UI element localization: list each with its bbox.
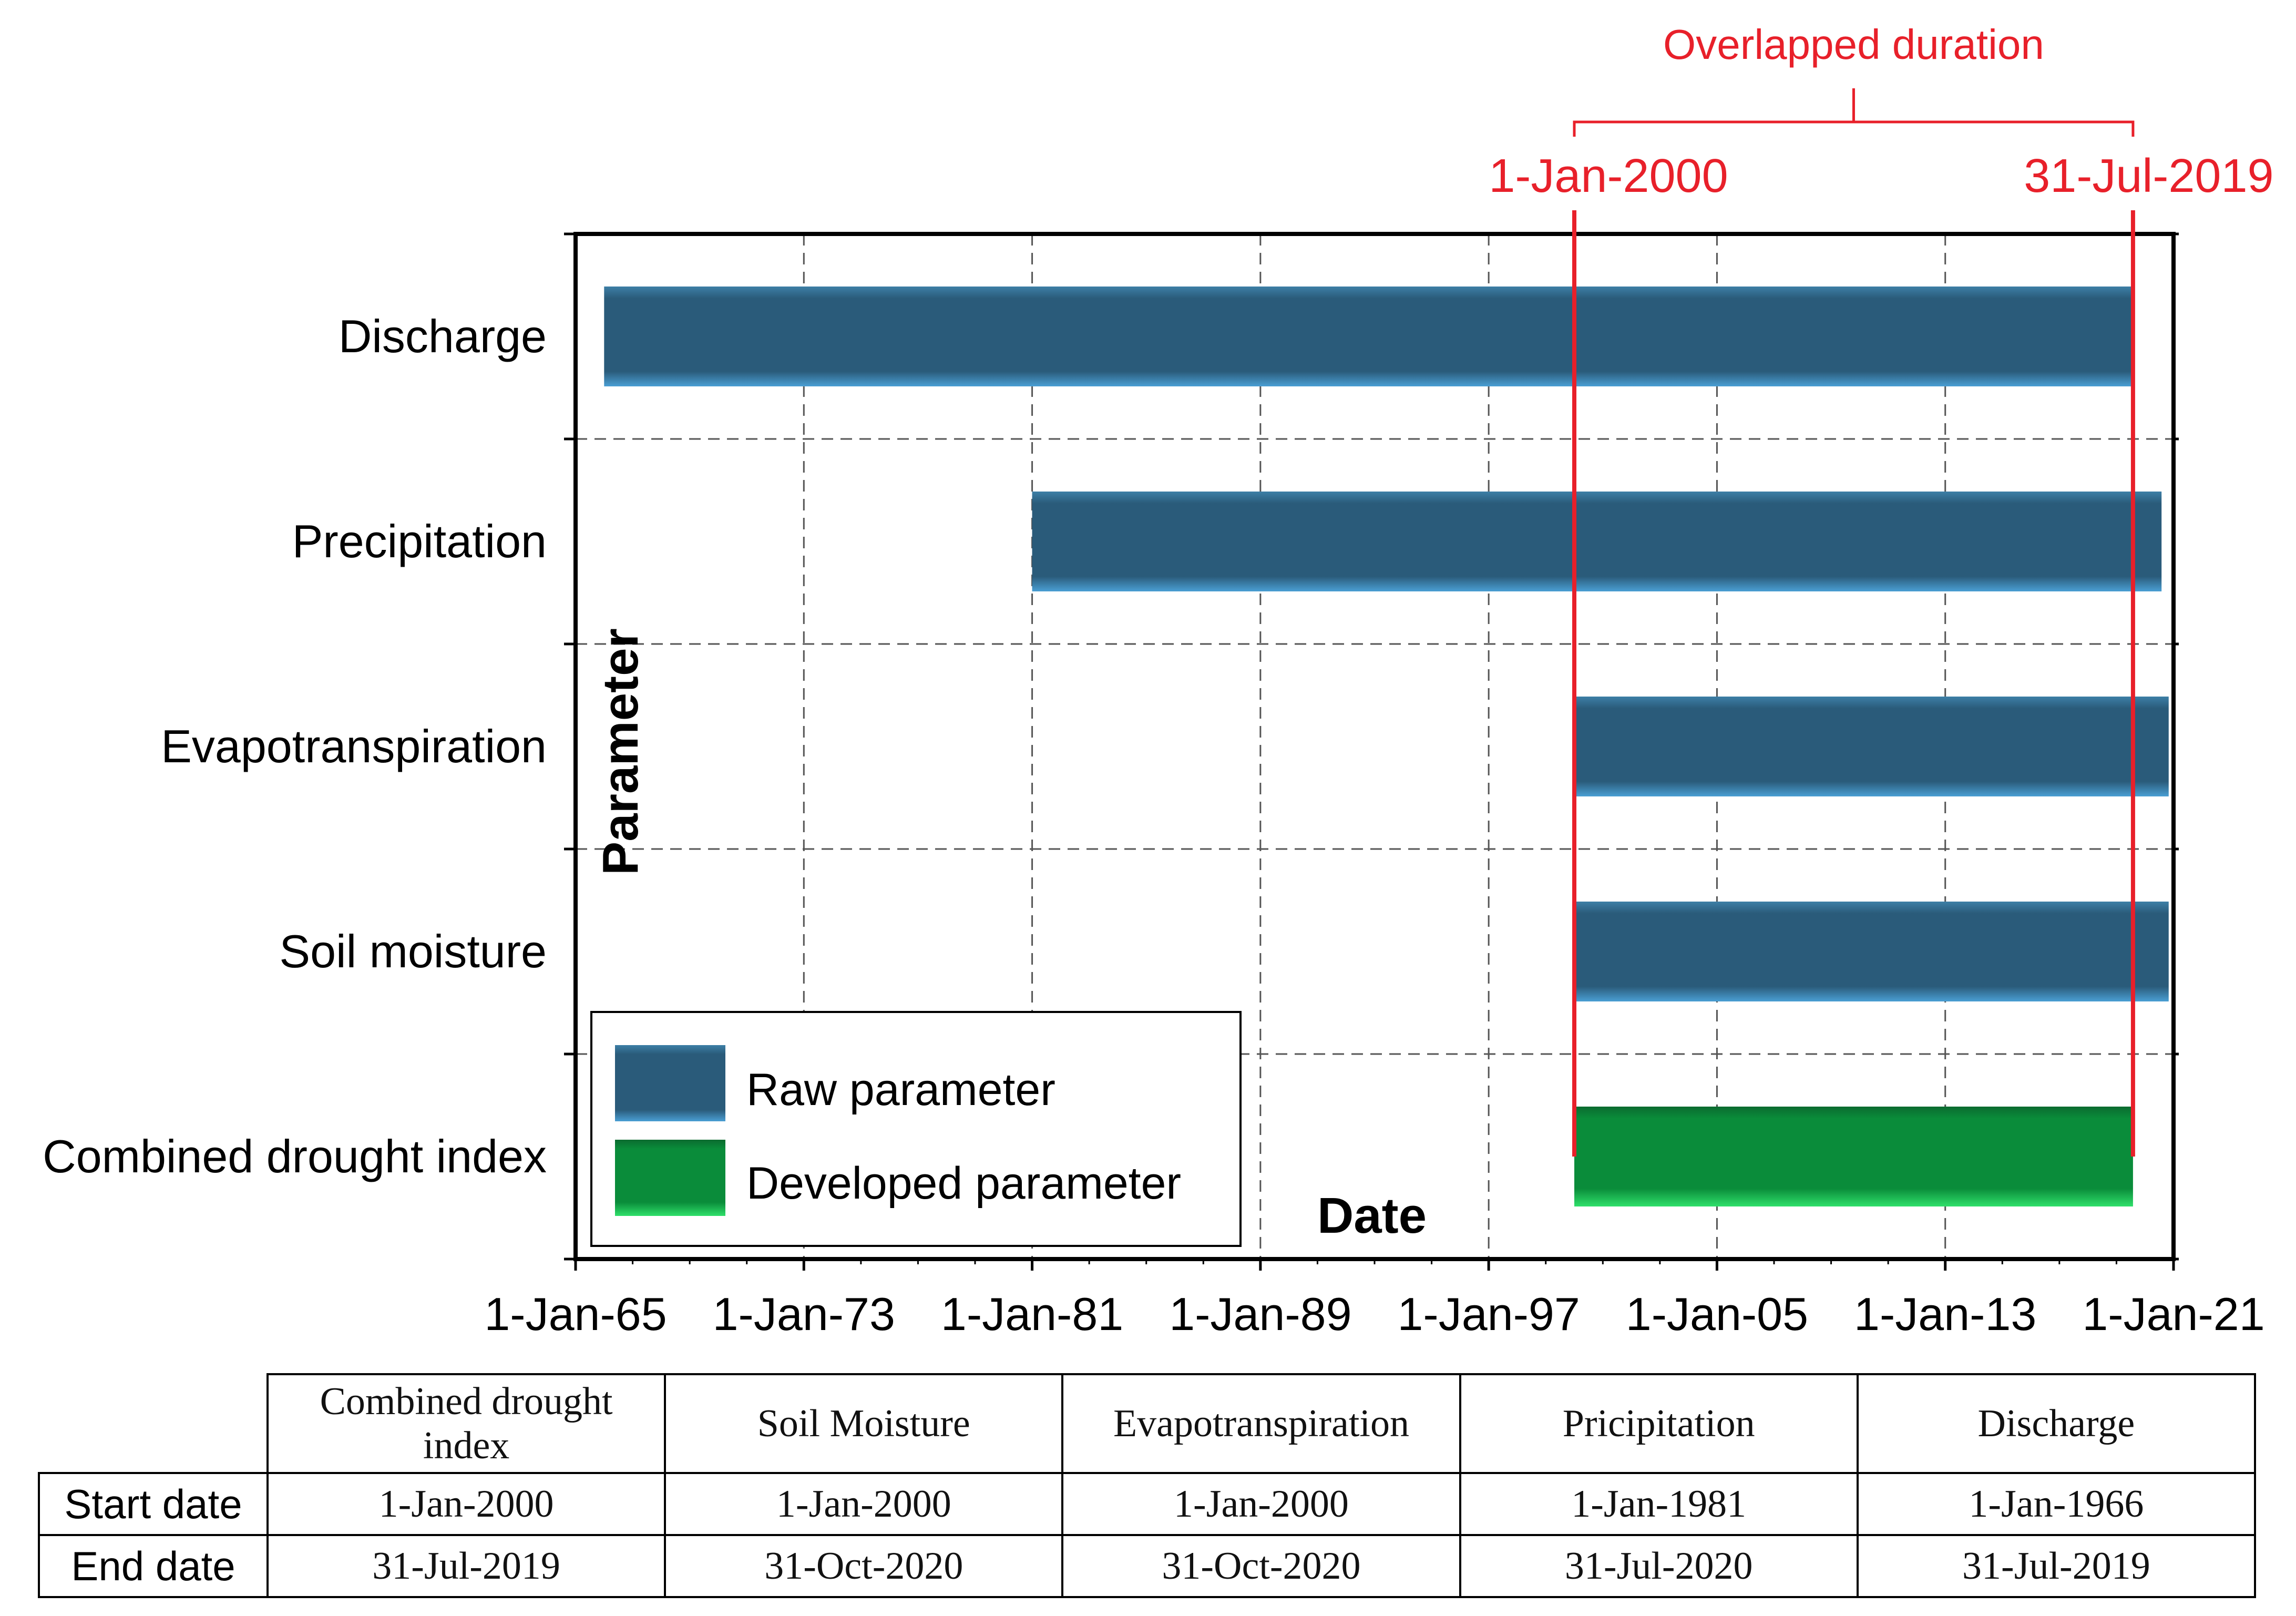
x-tick-label: 1-Jan-97 [1397,1288,1580,1340]
y-category-label: Evapotranspiration [161,720,547,772]
table-header-cell: Combined drought index [266,1373,667,1474]
x-tick-label: 1-Jan-73 [713,1288,895,1340]
table-header-cell: Soil Moisture [664,1373,1064,1474]
table-row-label: Start date [38,1472,269,1536]
legend-swatch-developed [615,1140,725,1216]
x-tick-label: 1-Jan-13 [1854,1288,2036,1340]
bar-evapotranspiration [1574,697,2169,796]
table-cell: 31-Jul-2020 [1459,1534,1859,1598]
table-cell: 31-Jul-2019 [1856,1534,2257,1598]
table-cell: 1-Jan-1966 [1856,1472,2257,1536]
bar-discharge [604,287,2133,386]
table-cell: 1-Jan-1981 [1459,1472,1859,1536]
table-cell: 1-Jan-2000 [1061,1472,1461,1536]
legend: Raw parameter Developed parameter [590,1011,1242,1247]
table-header-cell: Discharge [1856,1373,2257,1474]
table-header-cell: Pricipitation [1459,1373,1859,1474]
table-header-cell: Evapotranspiration [1061,1373,1461,1474]
overlap-annotation: Overlapped duration 1-Jan-2000 31-Jul-20… [1489,21,2274,1157]
overlap-start-label: 1-Jan-2000 [1489,150,1728,202]
x-tick-label: 1-Jan-21 [2082,1288,2264,1340]
table-row: Start date 1-Jan-2000 1-Jan-2000 1-Jan-2… [38,1472,2257,1536]
legend-swatch-raw [615,1045,725,1121]
bar-soil-moisture [1574,902,2169,1001]
y-category-label: Combined drought index [43,1130,547,1182]
legend-label-developed: Developed parameter [746,1158,1181,1209]
table-row-label: End date [38,1534,269,1598]
x-tick-label: 1-Jan-89 [1169,1288,1351,1340]
table-cell: 31-Oct-2020 [1061,1534,1461,1598]
date-table-grid: Combined drought index Soil Moisture Eva… [38,1373,2257,1598]
table-cell: 31-Jul-2019 [266,1534,667,1598]
overlap-end-label: 31-Jul-2019 [2024,150,2273,202]
table-cell: 31-Oct-2020 [664,1534,1064,1598]
y-axis-title: Parameter [592,628,649,875]
table-row: End date 31-Jul-2019 31-Oct-2020 31-Oct-… [38,1534,2257,1598]
x-axis-title: Date [1317,1188,1427,1244]
y-category-label: Soil moisture [279,925,547,977]
overlap-label: Overlapped duration [1663,21,2044,68]
table-corner [39,1374,269,1474]
legend-label-raw: Raw parameter [746,1065,1055,1115]
x-tick-label: 1-Jan-65 [484,1288,667,1340]
bar-combined-drought-index [1574,1107,2133,1206]
table-cell: 1-Jan-2000 [664,1472,1064,1536]
table-cell: 1-Jan-2000 [266,1472,667,1536]
date-table: Combined drought index Soil Moisture Eva… [38,1373,2257,1598]
x-tick-label: 1-Jan-81 [941,1288,1123,1340]
x-tick-label: 1-Jan-05 [1626,1288,1808,1340]
y-category-label: Precipitation [292,515,547,567]
y-category-label: Discharge [339,310,547,362]
table-header-row: Combined drought index Soil Moisture Eva… [39,1373,2257,1474]
axis-ticks: 1-Jan-65 1-Jan-73 1-Jan-81 1-Jan-89 1-Jan-97… [43,232,2265,1340]
bars [604,287,2169,1206]
bar-precipitation [1032,492,2162,591]
overlap-bracket [1573,88,2135,137]
